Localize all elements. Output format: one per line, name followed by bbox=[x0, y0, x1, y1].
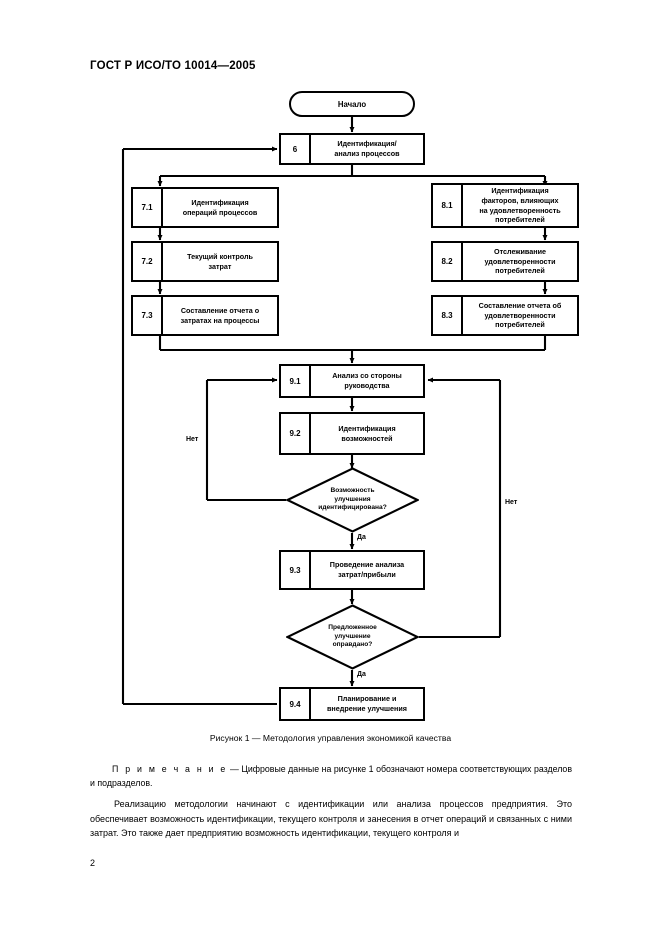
body-paragraph: Реализацию методологии начинают с иденти… bbox=[90, 799, 572, 839]
flow-node-8-3-number: 8.3 bbox=[433, 297, 463, 334]
flow-node-8-2-number: 8.2 bbox=[433, 243, 463, 280]
edge-label-no-left: Нет bbox=[186, 436, 199, 443]
note-text: — Цифровые данные на рисунке 1 обозначаю… bbox=[90, 764, 573, 788]
flow-node-7-3-number: 7.3 bbox=[133, 297, 163, 334]
figure-caption: Рисунок 1 — Методология управления эконо… bbox=[209, 733, 452, 743]
edge-label-yes-2: Да bbox=[357, 671, 366, 678]
flow-node-7-1-number: 7.1 bbox=[133, 189, 163, 226]
flowchart-figure: Начало 6 Идентификация/анализ процессов … bbox=[121, 91, 579, 721]
standard-header: ГОСТ Р ИСО/ТО 10014—2005 bbox=[90, 60, 256, 72]
edge-label-no-right: Нет bbox=[505, 499, 518, 506]
flow-node-9-4-number: 9.4 bbox=[281, 689, 311, 719]
flow-node-9-1-number: 9.1 bbox=[281, 366, 311, 396]
note-block: П р и м е ч а н и е — Цифровые данные на… bbox=[90, 763, 572, 790]
flow-node-9-2-number: 9.2 bbox=[281, 414, 311, 453]
flow-node-9-3-number: 9.3 bbox=[281, 552, 311, 588]
page-number: 2 bbox=[90, 858, 96, 868]
flow-node-6: 6 Идентификация/анализ процессов bbox=[279, 133, 425, 165]
edge-label-yes-1: Да bbox=[357, 534, 366, 541]
flow-node-7-2-number: 7.2 bbox=[133, 243, 163, 280]
flow-node-6-number: 6 bbox=[281, 135, 311, 163]
flow-node-8-1-number: 8.1 bbox=[433, 185, 463, 226]
note-prefix: П р и м е ч а н и е bbox=[112, 764, 228, 774]
flow-terminator-start: Начало bbox=[289, 91, 415, 117]
flow-node-6-label: Идентификация/анализ процессов bbox=[334, 139, 400, 158]
